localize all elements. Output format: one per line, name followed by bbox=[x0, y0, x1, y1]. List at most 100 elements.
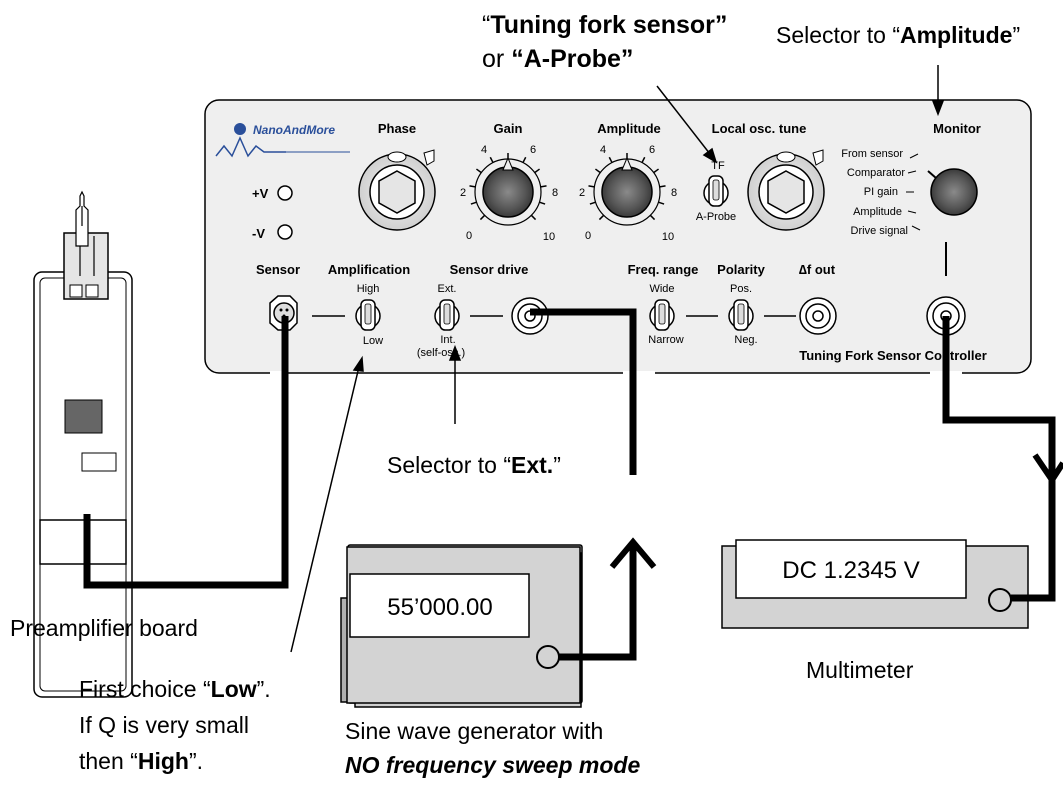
multimeter: DC 1.2345 V bbox=[721, 539, 1029, 629]
dial-tick bbox=[598, 214, 605, 221]
monitor-option-from-sensor: From sensor bbox=[841, 148, 903, 160]
low-pointer bbox=[290, 370, 359, 653]
preamp-component bbox=[81, 452, 117, 472]
first-choice-annotation: First choice “Low”. bbox=[79, 676, 271, 702]
dial-tick bbox=[658, 201, 665, 205]
dial-tick bbox=[534, 168, 540, 174]
minus-v-led bbox=[277, 224, 293, 240]
brand-logo: NanoAndMore bbox=[215, 123, 350, 158]
dial-tick bbox=[588, 185, 595, 188]
dial-tick bbox=[470, 201, 477, 205]
sensor-connector[interactable] bbox=[269, 295, 298, 331]
amp-tick-2: 2 bbox=[579, 187, 585, 199]
tf-aprobe-switch[interactable]: TF A-Probe bbox=[696, 160, 736, 223]
amp-tick-8: 8 bbox=[671, 187, 677, 199]
amplification-switch[interactable]: High Low bbox=[355, 283, 383, 347]
dial-tick bbox=[479, 214, 486, 221]
generator-display: 55’000.00 bbox=[387, 594, 492, 621]
dial-tick bbox=[489, 156, 494, 163]
minus-v-label: -V bbox=[252, 226, 265, 241]
tuning-fork-sensor bbox=[63, 190, 109, 300]
freq-range-wide-label: Wide bbox=[649, 283, 674, 295]
amplification-label: Amplification bbox=[328, 262, 410, 277]
phase-label: Phase bbox=[378, 121, 416, 136]
plus-v-led bbox=[277, 185, 293, 201]
polarity-neg-label: Neg. bbox=[734, 334, 757, 346]
gain-ticks bbox=[469, 153, 547, 221]
monitor-option-pi-gain: PI gain bbox=[864, 186, 898, 198]
polarity-switch[interactable]: Pos. Neg. bbox=[728, 283, 758, 346]
then-high-annotation: then “High”. bbox=[79, 748, 203, 774]
dial-tick bbox=[530, 214, 537, 221]
sensor-drive-ext-label: Ext. bbox=[438, 283, 457, 295]
freq-range-narrow-label: Narrow bbox=[648, 334, 684, 346]
brand-name: NanoAndMore bbox=[253, 123, 335, 137]
amplification-low-label: Low bbox=[363, 335, 383, 347]
multimeter-display-panel bbox=[735, 539, 967, 599]
monitor-to-multimeter-cable bbox=[942, 316, 1056, 602]
if-q-annotation: If Q is very small bbox=[79, 712, 249, 738]
delta-f-out-bnc[interactable] bbox=[799, 297, 837, 335]
monitor-option-amplitude: Amplitude bbox=[853, 206, 902, 218]
gain-knob[interactable]: 0 2 4 6 8 10 bbox=[460, 144, 558, 243]
dial-tick bbox=[540, 185, 547, 188]
down-arrowhead-icon bbox=[1032, 453, 1063, 486]
dial-tick bbox=[522, 156, 527, 163]
dial-tick bbox=[659, 185, 666, 188]
dial-tick bbox=[539, 201, 546, 205]
dial-tick bbox=[595, 168, 601, 174]
multimeter-caption: Multimeter bbox=[806, 657, 914, 683]
sensor-label: Sensor bbox=[256, 262, 300, 277]
sensor-drive-bnc[interactable] bbox=[511, 297, 549, 335]
polarity-label: Polarity bbox=[717, 262, 765, 277]
preamp-to-sensor-cable bbox=[83, 316, 289, 589]
plus-v-label: +V bbox=[252, 186, 269, 201]
amplification-high-label: High bbox=[357, 283, 380, 295]
freq-range-switch[interactable]: Wide Narrow bbox=[648, 283, 684, 346]
dial-tick bbox=[589, 201, 596, 205]
gain-tick-6: 6 bbox=[530, 144, 536, 156]
dial-tick bbox=[469, 185, 476, 188]
freq-range-label: Freq. range bbox=[628, 262, 699, 277]
up-arrowhead-icon bbox=[609, 537, 657, 569]
tf-annotation: “Tuning fork sensor” bbox=[482, 11, 728, 39]
monitor-option-comparator: Comparator bbox=[847, 167, 905, 179]
phase-trim-knob[interactable] bbox=[358, 149, 436, 231]
monitor-label: Monitor bbox=[933, 121, 981, 136]
amplitude-label: Amplitude bbox=[597, 121, 661, 136]
dial-tick bbox=[476, 168, 482, 174]
amp-tick-0: 0 bbox=[585, 230, 591, 242]
dial-tick bbox=[641, 156, 646, 163]
dial-tick bbox=[649, 214, 656, 221]
monitor-annotation: Selector to “Amplitude” bbox=[776, 22, 1021, 48]
local-osc-trim-knob[interactable] bbox=[747, 149, 825, 231]
amplitude-knob[interactable]: 0 2 4 6 8 10 bbox=[579, 144, 677, 243]
sensor-drive-int-label: Int. bbox=[440, 334, 455, 346]
preamp-chip bbox=[64, 399, 103, 434]
gain-label: Gain bbox=[494, 121, 523, 136]
tf-pointer bbox=[656, 85, 711, 155]
gain-tick-0: 0 bbox=[466, 230, 472, 242]
power-leds: +V -V bbox=[252, 185, 293, 241]
monitor-selector[interactable]: From sensor Comparator PI gain Amplitude… bbox=[841, 148, 978, 237]
generator-to-drive-cable-lower bbox=[559, 543, 637, 661]
sensor-drive-label: Sensor drive bbox=[450, 262, 529, 277]
dial-tick bbox=[608, 156, 613, 163]
generator-display-panel bbox=[349, 573, 530, 638]
tf-switch-bottom-label: A-Probe bbox=[696, 211, 736, 223]
gain-tick-8: 8 bbox=[552, 187, 558, 199]
no-sweep-caption: NO frequency sweep mode bbox=[345, 752, 641, 778]
delta-f-out-label: ∆f out bbox=[799, 262, 836, 277]
multimeter-display: DC 1.2345 V bbox=[782, 557, 919, 584]
aprobe-annotation: or “A-Probe” bbox=[482, 45, 634, 73]
ext-annotation: Selector to “Ext.” bbox=[387, 452, 561, 478]
sine-wave-generator: 55’000.00 bbox=[340, 544, 583, 708]
gain-tick-4: 4 bbox=[481, 144, 487, 156]
sine-generator-caption: Sine wave generator with bbox=[345, 718, 604, 744]
preamplifier-board bbox=[33, 271, 133, 698]
amp-tick-10: 10 bbox=[662, 231, 674, 243]
monitor-option-drive-signal: Drive signal bbox=[851, 225, 908, 237]
amplitude-ticks bbox=[588, 153, 666, 221]
local-osc-label: Local osc. tune bbox=[712, 121, 807, 136]
